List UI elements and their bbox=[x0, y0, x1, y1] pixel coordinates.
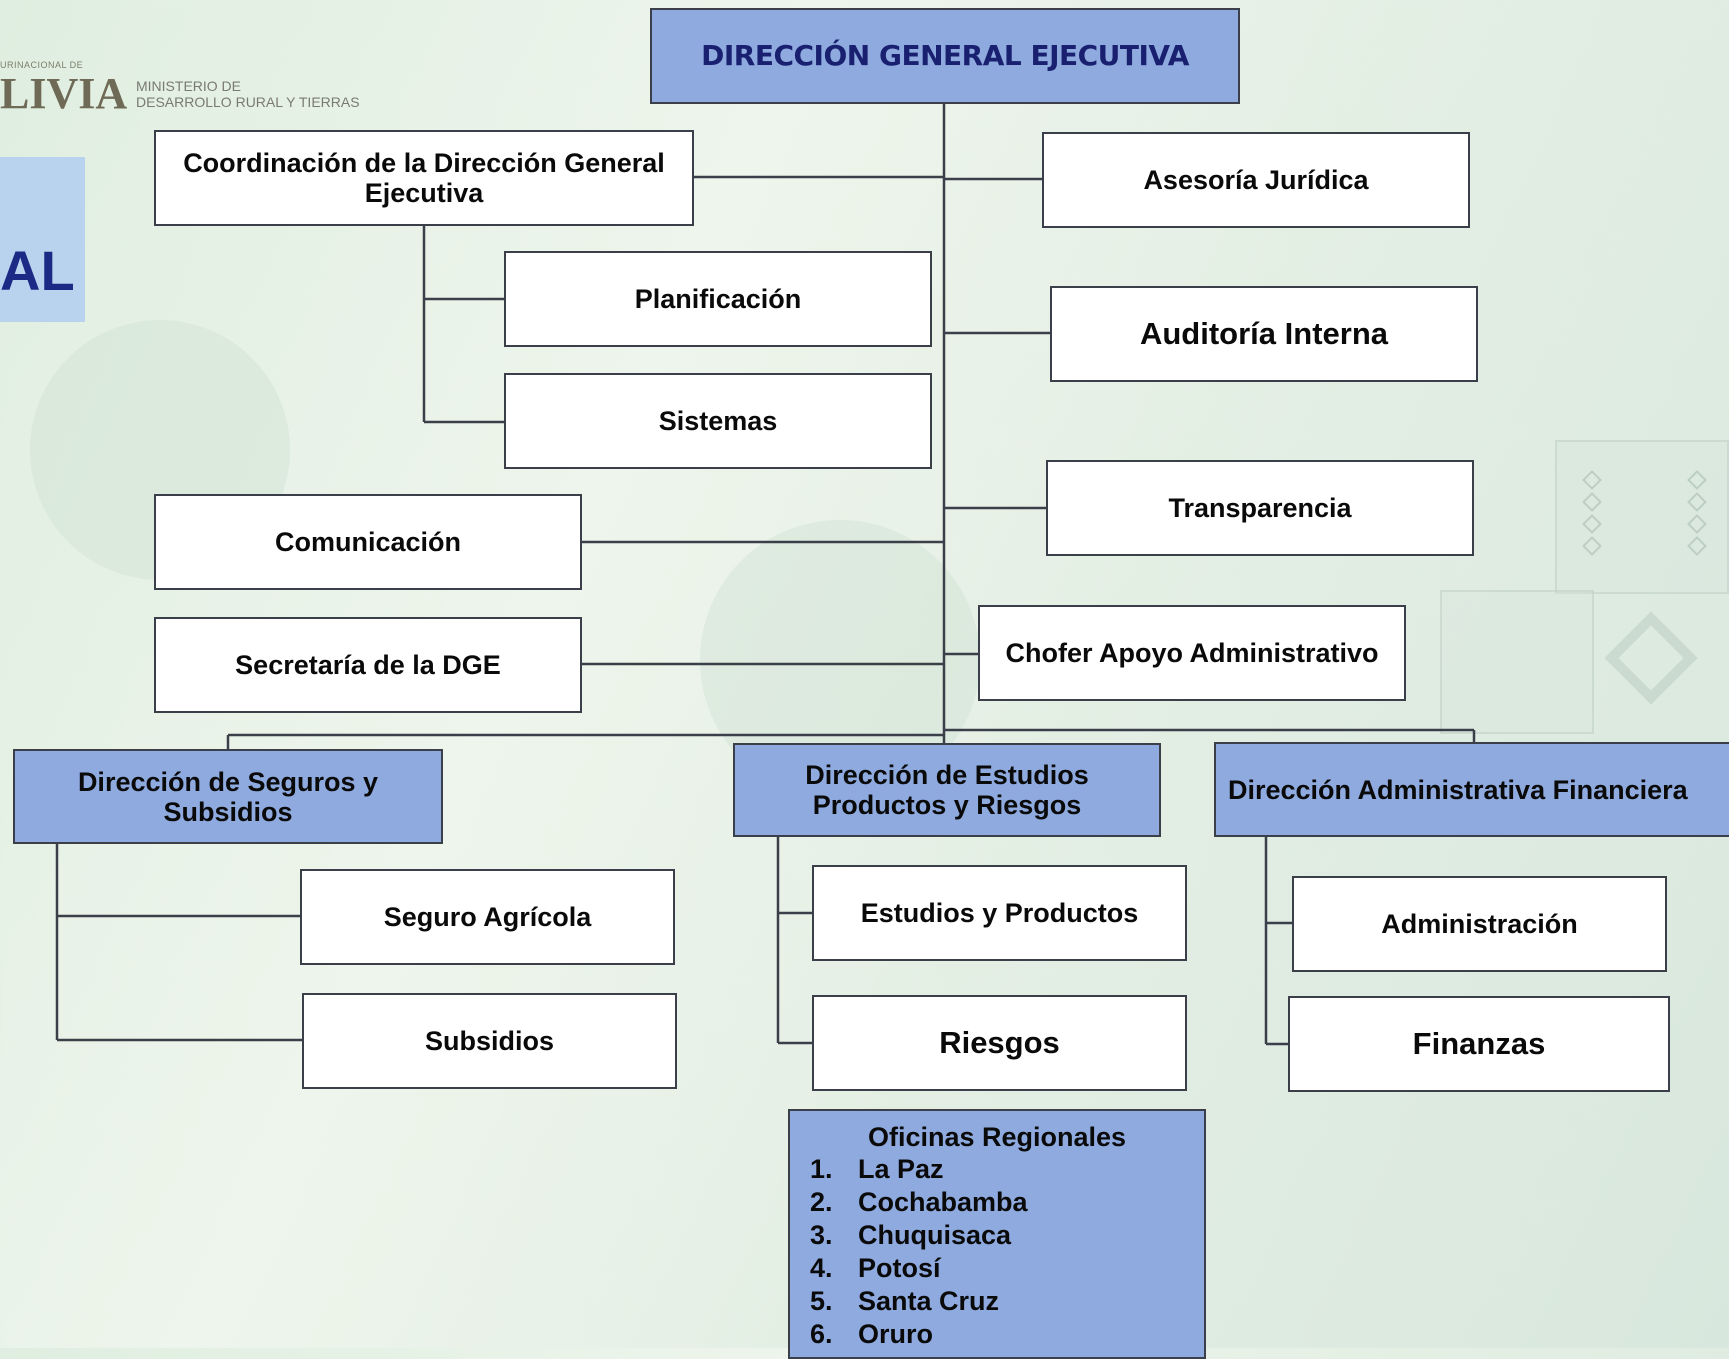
seguro-agricola-box: Seguro Agrícola bbox=[300, 869, 675, 965]
list-item: 4. Potosí bbox=[810, 1252, 1204, 1285]
background-pattern-panel bbox=[1440, 590, 1594, 734]
auditoria-interna-box: Auditoría Interna bbox=[1050, 286, 1478, 382]
oficinas-regionales-box: Oficinas Regionales 1. La Paz 2. Cochabamb… bbox=[788, 1109, 1206, 1359]
logo-big-text: LIVIA bbox=[0, 69, 128, 118]
list-item-number: 3. bbox=[810, 1220, 833, 1250]
direccion-general-ejecutiva-box: DIRECCIÓN GENERAL EJECUTIVA bbox=[650, 8, 1240, 104]
list-item-number: 1. bbox=[810, 1154, 833, 1184]
list-item-number: 2. bbox=[810, 1187, 833, 1217]
background-pattern-panel bbox=[1555, 440, 1729, 594]
subsidios-box: Subsidios bbox=[302, 993, 677, 1089]
oficinas-regionales-list: 1. La Paz 2. Cochabamba 3. Chuquisaca 4. Pot… bbox=[790, 1153, 1204, 1351]
administracion-box: Administración bbox=[1292, 876, 1667, 972]
asesoria-juridica-box: Asesoría Jurídica bbox=[1042, 132, 1470, 228]
logo-small-text: URINACIONAL DE bbox=[0, 60, 84, 70]
coordinacion-box: Coordinación de la Dirección General Eje… bbox=[154, 130, 694, 226]
list-item: 2. Cochabamba bbox=[810, 1186, 1204, 1219]
transparencia-box: Transparencia bbox=[1046, 460, 1474, 556]
list-item-name: La Paz bbox=[858, 1154, 944, 1184]
list-item: 6. Oruro bbox=[810, 1318, 1204, 1351]
list-item-number: 5. bbox=[810, 1286, 833, 1316]
list-item: 3. Chuquisaca bbox=[810, 1219, 1204, 1252]
logo-sub-line-1: MINISTERIO DE bbox=[136, 78, 242, 94]
secretaria-dge-box: Secretaría de la DGE bbox=[154, 617, 582, 713]
oficinas-regionales-title: Oficinas Regionales bbox=[867, 1122, 1127, 1152]
list-item-name: Cochabamba bbox=[858, 1187, 1028, 1217]
estudios-productos-box: Estudios y Productos bbox=[812, 865, 1187, 961]
page-title-banner: AL bbox=[0, 157, 85, 322]
finanzas-box: Finanzas bbox=[1288, 996, 1670, 1092]
list-item-number: 6. bbox=[810, 1319, 833, 1349]
page-title-fragment: AL bbox=[0, 239, 75, 302]
riesgos-box: Riesgos bbox=[812, 995, 1187, 1091]
ministry-logo: URINACIONAL DE LIVIA MINISTERIO DE DESAR… bbox=[0, 60, 420, 120]
chofer-apoyo-box: Chofer Apoyo Administrativo bbox=[978, 605, 1406, 701]
list-item-number: 4. bbox=[810, 1253, 833, 1283]
list-item-name: Santa Cruz bbox=[858, 1286, 1000, 1316]
list-item: 1. La Paz bbox=[810, 1153, 1204, 1186]
list-item-name: Potosí bbox=[858, 1253, 941, 1283]
list-item-name: Chuquisaca bbox=[858, 1220, 1012, 1250]
direccion-seguros-box: Dirección de Seguros y Subsidios bbox=[13, 749, 443, 844]
direccion-administrativa-box: Dirección Administrativa Financiera bbox=[1214, 742, 1729, 837]
planificacion-box: Planificación bbox=[504, 251, 932, 347]
direccion-estudios-box: Dirección de Estudios Productos y Riesgo… bbox=[733, 743, 1161, 837]
comunicacion-box: Comunicación bbox=[154, 494, 582, 590]
list-item-name: Oruro bbox=[858, 1319, 934, 1349]
logo-sub-line-2: DESARROLLO RURAL Y TIERRAS bbox=[136, 94, 360, 110]
sistemas-box: Sistemas bbox=[504, 373, 932, 469]
logo-ministry-name: MINISTERIO DE DESARROLLO RURAL Y TIERRAS bbox=[136, 78, 360, 110]
list-item: 5. Santa Cruz bbox=[810, 1285, 1204, 1318]
